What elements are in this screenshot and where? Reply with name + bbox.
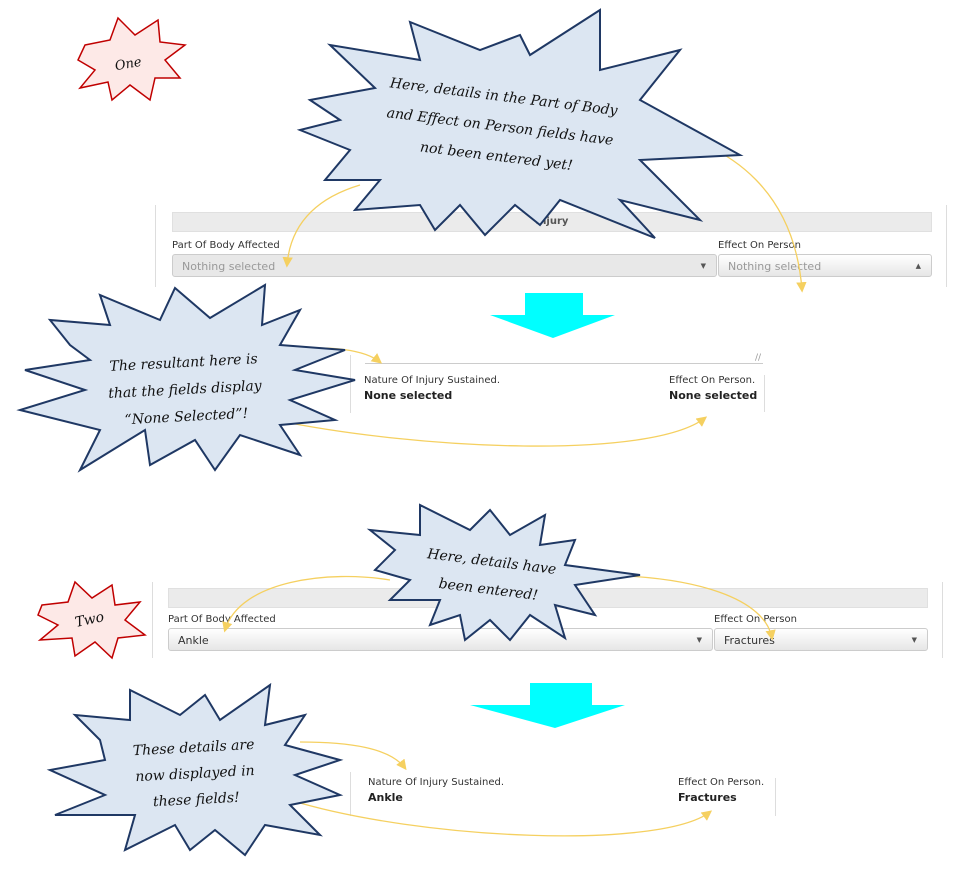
down-arrow-icon [470, 683, 625, 728]
section-header: Injury [172, 212, 932, 232]
nature-label: Nature Of Injury Sustained. [364, 375, 501, 386]
select-value: Nothing selected [182, 260, 276, 273]
connector-arrow [282, 184, 361, 268]
select-value: Ankle [178, 634, 209, 647]
effect-on-person-label: Effect On Person [714, 614, 797, 625]
effect-label: Effect On Person. [678, 777, 765, 788]
connector-arrow [299, 741, 407, 771]
effect-value: Fractures [678, 791, 737, 804]
callout-text: These details are now displayed in these… [108, 731, 282, 818]
part-of-body-label: Part Of Body Affected [172, 240, 280, 251]
callout-text: The resultant here is that the fields di… [73, 344, 297, 436]
callout-starburst [296, 8, 744, 239]
nature-value: None selected [364, 389, 453, 402]
nature-value: Ankle [368, 791, 403, 804]
badge-starburst [37, 580, 147, 660]
panel-border [152, 582, 153, 658]
panel-border [350, 772, 351, 816]
textarea-bottom-edge [365, 363, 763, 364]
select-value: Fractures [724, 634, 775, 647]
connector-arrow [589, 574, 776, 641]
panel-border [775, 778, 776, 816]
callout-starburst [46, 682, 344, 857]
connector-arrow [274, 416, 708, 447]
caret-up-icon: ▲ [915, 262, 921, 270]
panel-border [942, 582, 943, 658]
caret-down-icon: ▼ [911, 636, 917, 644]
part-of-body-select[interactable]: Ankle ▼ [168, 628, 713, 651]
part-of-body-select[interactable]: Nothing selected ▼ [172, 254, 717, 277]
caret-down-icon: ▼ [696, 636, 702, 644]
effect-on-person-label: Effect On Person [718, 240, 801, 251]
effect-label: Effect On Person. [669, 375, 756, 386]
connector-arrow [222, 575, 391, 633]
nature-label: Nature Of Injury Sustained. [368, 777, 505, 788]
panel-border [764, 375, 765, 412]
callout-starburst [366, 503, 641, 642]
down-arrow-icon [490, 293, 615, 338]
effect-value: None selected [669, 389, 758, 402]
callout-starburst [16, 283, 356, 473]
caret-down-icon: ▼ [700, 262, 706, 270]
part-of-body-label: Part Of Body Affected [168, 614, 276, 625]
panel-border [946, 205, 947, 287]
badge-starburst [77, 16, 187, 102]
resize-handle-icon[interactable]: // [755, 353, 762, 363]
panel-border [350, 355, 351, 413]
panel-border [155, 205, 156, 287]
connector-arrow [289, 799, 713, 837]
